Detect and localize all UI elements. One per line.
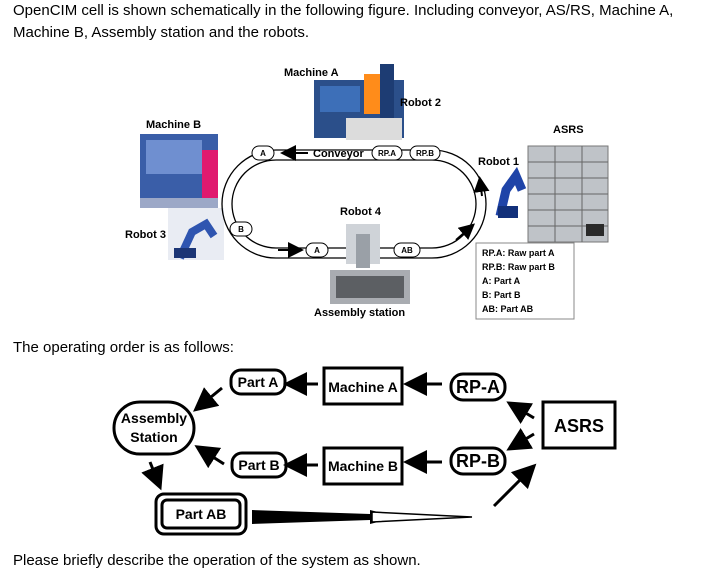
svg-text:Station: Station [130,429,177,445]
legend-item: AB: Part AB [482,304,534,314]
operating-order-diagram: Part A Machine A RP-A ASRS Assembly Stat… [112,366,617,536]
svg-text:B: B [238,225,244,234]
arrow-asrs-to-rpa [506,401,535,425]
question-paragraph: Please briefly describe the operation of… [13,552,421,569]
flow-arrow-right-upper [473,176,490,197]
intro-paragraph: OpenCIM cell is shown schematically in t… [13,2,674,41]
arrow-part-ab-to-asrs-path [252,510,473,524]
asrs-label: ASRS [553,124,584,136]
part-ab-node: Part AB [154,492,248,536]
conveyor-tag-a-bottom: A [305,242,329,258]
flow-arrow-right-lower [455,223,476,241]
machine-b-image [140,134,218,208]
assembly-station-node: Assembly Station [112,400,196,456]
legend-item: RP.B: Raw part B [482,262,555,272]
arrow-return-to-asrs [492,463,537,508]
asrs-node: ASRS [541,400,617,450]
svg-text:Part B: Part B [238,457,279,473]
part-b-node: Part B [230,451,288,479]
conveyor-tag-a-top: A [251,145,275,161]
conveyor-label: Conveyor [313,148,364,160]
part-a-node: Part A [229,368,287,396]
order-paragraph: The operating order is as follows: [13,339,234,356]
machine-a-image [314,64,404,140]
machine-b-node: Machine B [322,446,404,486]
svg-text:Part AB: Part AB [176,506,227,522]
machine-a-label: Machine A [284,67,339,79]
svg-text:RP-B: RP-B [456,451,500,471]
robot-3-image [168,208,224,260]
rp-a-node: RP-A [449,372,507,402]
legend-item: A: Part A [482,276,521,286]
svg-text:Machine B: Machine B [328,458,398,474]
arrow-part-a-to-assembly [193,386,223,412]
robot-2-label: Robot 2 [400,97,441,109]
robot-1-label: Robot 1 [478,156,519,168]
svg-text:AB: AB [401,246,413,255]
svg-text:RP-A: RP-A [456,377,500,397]
rp-b-node: RP-B [449,446,507,476]
assembly-station-label: Assembly station [314,307,405,319]
opencim-schematic: Machine A Robot 2 Machine B Robot 3 ASRS [125,64,609,320]
assembly-station-image [330,270,410,304]
robot-3-label: Robot 3 [125,229,166,241]
svg-text:Part A: Part A [238,374,279,390]
conveyor-tag-rpb: RP.B [409,145,441,161]
svg-text:Assembly: Assembly [121,410,187,426]
legend-box: RP.A: Raw part A RP.B: Raw part B A: Par… [475,242,575,320]
arrow-assembly-to-part-ab [141,461,164,491]
legend-item: B: Part B [482,290,521,300]
arrow-asrs-to-rpb [506,427,535,451]
conveyor-tag-ab: AB [393,242,421,258]
svg-text:A: A [314,246,320,255]
conveyor-tag-rpa: RP.A [371,145,403,161]
robot-1-image [494,166,527,218]
machine-a-node: Machine A [322,366,404,406]
svg-text:RP.A: RP.A [378,149,396,158]
arrow-part-b-to-assembly [194,445,225,469]
robot-4-image [346,224,380,268]
asrs-image [527,145,609,243]
machine-b-label: Machine B [146,119,201,131]
svg-text:ASRS: ASRS [554,416,604,436]
svg-text:Machine A: Machine A [328,379,398,395]
conveyor-tag-b-left: B [229,221,253,237]
svg-text:A: A [260,149,266,158]
legend-item: RP.A: Raw part A [482,248,555,258]
robot-4-label: Robot 4 [340,206,382,218]
svg-text:RP.B: RP.B [416,149,434,158]
